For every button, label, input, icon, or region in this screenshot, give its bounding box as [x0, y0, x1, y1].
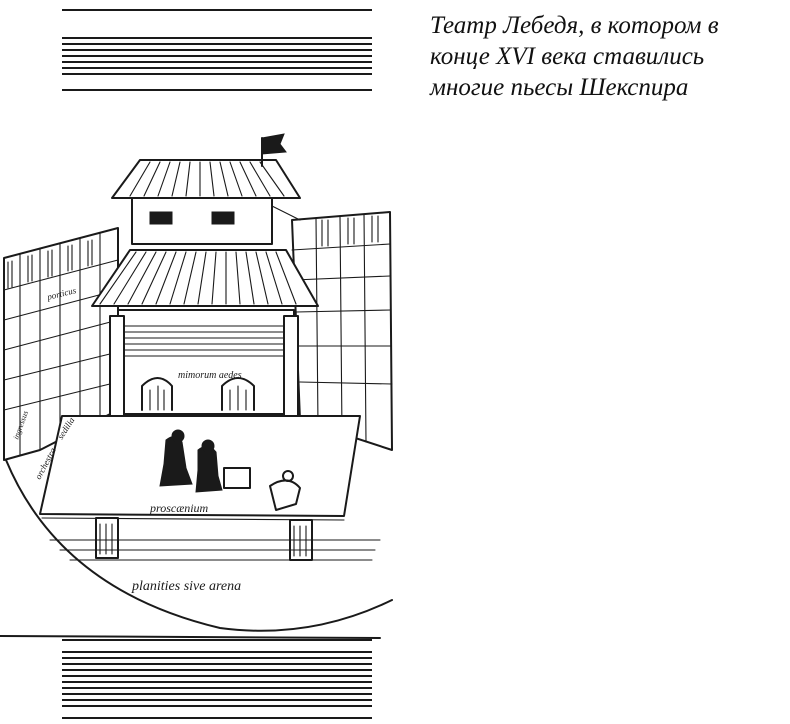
mimorum-aedes-label: mimorum aedes [178, 370, 242, 381]
tiring-house: mimorum aedes [117, 309, 295, 415]
top-decorative-rules [62, 8, 372, 92]
swan-theatre-illustration: mimorum aedes [0, 120, 400, 650]
caption-line-2: конце XVI века ставились [430, 43, 705, 70]
figure-caption: Театр Лебедя, в котором в конце XVI века… [430, 10, 770, 103]
stage-roof [91, 249, 319, 307]
stage-actors [159, 429, 301, 511]
porticus-label: porticus [45, 285, 77, 302]
bottom-ink-stroke [0, 635, 381, 639]
caption-line-3: многие пьесы Шекспира [430, 74, 689, 101]
flag [261, 133, 287, 167]
hut [131, 197, 301, 245]
theatre-drawing: mimorum aedes [0, 133, 393, 639]
horizontal-rules-bottom [62, 639, 372, 719]
bottom-decorative-rules [62, 638, 372, 720]
ingressus-label: ingressus [11, 409, 30, 440]
proscaenium-label: proscænium [149, 501, 209, 515]
horizontal-rules-top [62, 9, 372, 91]
planities-label: planities sive arena [131, 579, 241, 594]
right-galleries [291, 211, 393, 451]
caption-line-1: Театр Лебедя, в котором в [430, 12, 719, 39]
hut-roof [111, 159, 301, 199]
